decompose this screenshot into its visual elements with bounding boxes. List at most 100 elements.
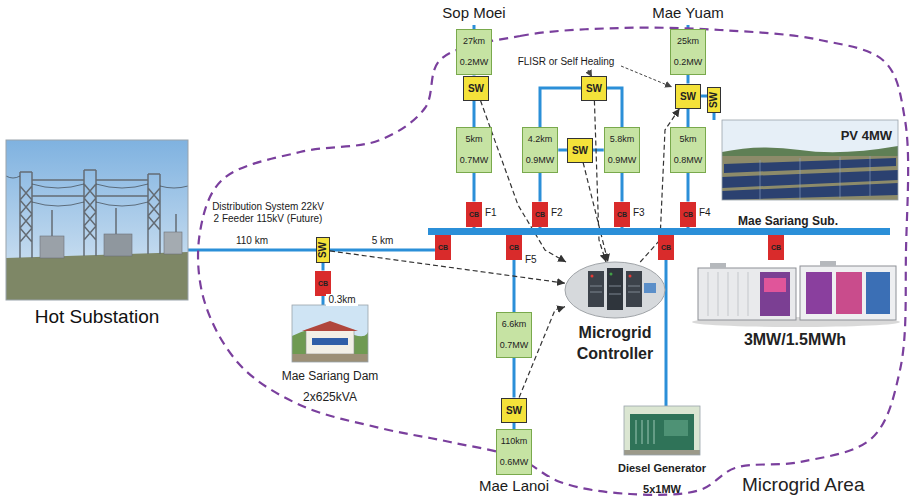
node-text: Diesel Generator (618, 458, 706, 479)
flisr-leader (621, 66, 672, 87)
breaker-box: CB (614, 202, 630, 227)
line-info-box: 110km 0.6MW (496, 429, 533, 475)
connector-group (188, 75, 776, 429)
power-line (621, 173, 624, 202)
line-info-box: 5km 0.7MW (456, 127, 493, 173)
node-text: 5km 0.8MW (674, 129, 703, 171)
substation-photo (6, 140, 188, 300)
node-text: 5x1MW (643, 479, 681, 498)
node-text: CB (771, 237, 781, 258)
node-text: Hot Substation (35, 306, 160, 328)
feeder-label: F4 (699, 207, 711, 219)
pv-photo (760, 156, 870, 200)
dam-photo (292, 305, 368, 362)
switch-box: SW (316, 237, 330, 263)
battery-photo (866, 272, 890, 314)
battery-photo (836, 272, 862, 314)
label-anchor: Distribution System 22kV 2 Feeder 115kV … (212, 201, 324, 225)
power-line (558, 149, 567, 152)
substation-photo (40, 236, 64, 258)
feeder-label: F3 (633, 207, 645, 219)
dam-picture: Mae Sariang Dam2x625kVA (292, 305, 368, 362)
power-line (513, 358, 516, 398)
switch-box: SW (567, 138, 593, 163)
controller-photo (626, 271, 642, 307)
line-length: 0.3km (326, 294, 357, 306)
battery-photo (764, 278, 786, 292)
node-text: 2x625kVA (303, 387, 357, 408)
power-line (713, 113, 716, 120)
switch-box: SW (581, 76, 607, 101)
line-info-box: 5.8km 0.9MW (604, 127, 641, 173)
node-text: 27km 0.2MW (460, 31, 489, 73)
node-text: 25km 0.2MW (674, 31, 703, 73)
power-line (330, 249, 435, 252)
substation-photo (6, 176, 188, 206)
substation-photo (6, 252, 188, 300)
place-label: Mae Yuam (652, 4, 723, 22)
controller-photo (629, 275, 632, 278)
node-text: 110km 0.6MW (500, 431, 529, 473)
dam-photo (292, 328, 368, 362)
node-text: SW (506, 400, 522, 421)
breaker-box: CB (506, 235, 522, 260)
diesel-photo (624, 406, 700, 455)
pv-photo (722, 156, 898, 200)
node-text: CB (535, 204, 545, 225)
power-line (473, 173, 476, 202)
power-line (687, 75, 690, 84)
power-line (540, 88, 581, 127)
diesel-picture: Diesel Generator5x1MW (624, 406, 700, 455)
area-outline (198, 28, 908, 495)
substation-photo (84, 170, 96, 256)
power-line (539, 173, 542, 202)
feeder-label: F5 (525, 254, 537, 266)
substation-picture: Hot Substation (6, 140, 188, 300)
dam-photo (292, 354, 368, 362)
node-text: SW (586, 78, 602, 99)
power-line (687, 173, 690, 202)
node-text: CB (469, 204, 479, 225)
power-line (593, 149, 604, 152)
substation-photo (6, 176, 188, 206)
switch-box: SW (463, 76, 489, 101)
pv-photo (722, 183, 898, 200)
node-text: Mae Sariang Sub. (738, 211, 838, 232)
battery-photo (820, 261, 836, 266)
feeder-label: F2 (551, 207, 563, 219)
node-text: 5.8km 0.9MW (608, 129, 637, 171)
switch-box: SW (501, 398, 527, 423)
node-text: SW (680, 86, 696, 107)
label-anchor: F3 (633, 207, 645, 219)
controller-photo (644, 283, 656, 293)
battery-photo (692, 261, 900, 327)
node-text: SW (707, 87, 721, 113)
place-label: Mae Lanoi (479, 477, 549, 495)
label-anchor: F1 (485, 207, 497, 219)
power-line (473, 101, 476, 128)
dam-photo (292, 305, 368, 362)
battery-photo (698, 268, 796, 320)
diesel-photo (664, 420, 688, 436)
line-info-box: 27km 0.2MW (456, 29, 493, 75)
battery-photo (708, 272, 748, 316)
controller-photo (588, 271, 604, 307)
place-label: Sop Moei (442, 4, 505, 22)
node-text: CB (683, 204, 693, 225)
power-line (322, 263, 325, 271)
substation-photo (32, 180, 148, 196)
control-link (583, 163, 608, 263)
switch-box: SW (675, 84, 701, 109)
power-line (322, 296, 325, 306)
controller-photo (590, 286, 640, 294)
node-text: CB (661, 237, 671, 258)
pv-photo (722, 120, 898, 200)
control-link (594, 101, 606, 263)
area-title: Microgrid Area (742, 474, 865, 495)
substation-photo (6, 140, 188, 300)
pv-photo (722, 120, 898, 200)
substation-photo (6, 140, 188, 300)
node-text: CB (617, 204, 627, 225)
note-label: Distribution System 22kV 2 Feeder 115kV … (212, 201, 324, 225)
